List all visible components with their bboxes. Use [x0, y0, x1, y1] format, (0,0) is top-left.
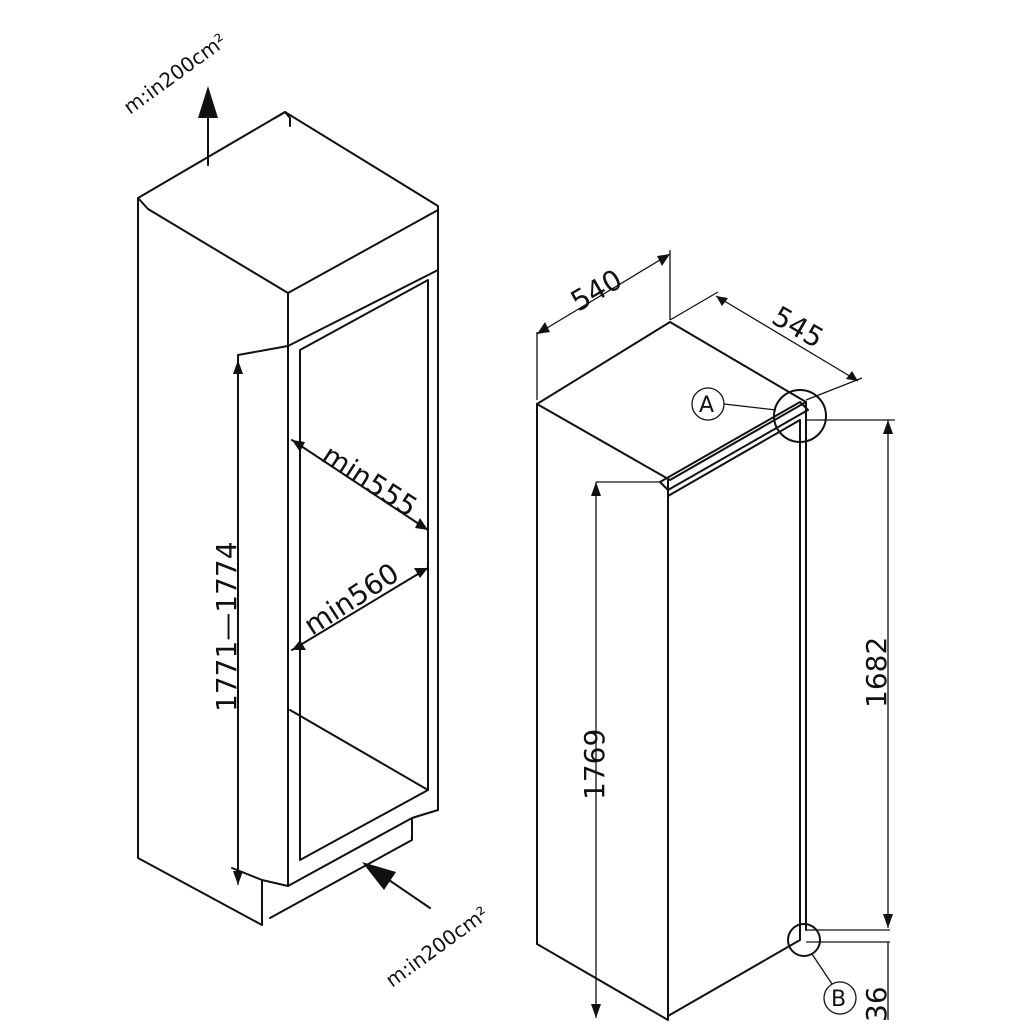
appliance-height-dimension: [591, 481, 660, 1018]
cabinet-niche: [137, 111, 439, 926]
appliance-left-face: [536, 403, 669, 1021]
niche-top-back-lip: [274, 111, 291, 127]
detail-a-callout: [691, 387, 827, 443]
bottom-gap-label: 36: [860, 986, 893, 1022]
appliance-width-label: 540: [565, 263, 628, 318]
niche-inner-back: [299, 279, 429, 861]
niche-right-post: [287, 269, 439, 887]
niche-width-dimension: [292, 568, 428, 650]
appliance-door: [667, 419, 801, 1017]
appliance-hinge-strip: [659, 401, 809, 491]
door-height-dimension: [806, 419, 895, 928]
bottom-vent-label: m:in200cm²: [381, 901, 493, 992]
niche-depth-label: min555: [316, 438, 423, 524]
niche-inner-shelf-1: [291, 439, 429, 531]
niche-left-panel: [137, 197, 263, 926]
niche-width-label: min560: [298, 556, 405, 642]
top-vent-arrow: [198, 86, 218, 166]
top-vent-label: m:in200cm²: [119, 28, 231, 119]
appliance-top: [536, 321, 807, 481]
niche-top-slab: [137, 111, 439, 347]
niche-inner-left-edge: [237, 345, 289, 881]
detail-b-label: B: [831, 987, 846, 1012]
niche-plinth: [261, 809, 439, 919]
appliance-height-label: 1769: [578, 729, 611, 800]
niche-inner-floor: [289, 709, 429, 791]
niche-height-dimension: [233, 360, 243, 885]
appliance-width-dimension: [536, 250, 671, 400]
appliance-depth-dimension: [669, 291, 863, 401]
detail-a-label: A: [699, 393, 714, 418]
detail-b-callout: [787, 923, 857, 1015]
appliance-depth-label: 545: [767, 299, 830, 354]
appliance-body: [536, 321, 809, 1021]
niche-inner-shelf-2: [291, 567, 429, 651]
niche-height-label: 1771—1774: [210, 541, 243, 712]
niche-depth-dimension: [292, 440, 428, 530]
bottom-vent-arrow: [362, 862, 431, 909]
door-height-label: 1682: [860, 637, 893, 708]
niche-top-front-edge: [287, 209, 439, 294]
